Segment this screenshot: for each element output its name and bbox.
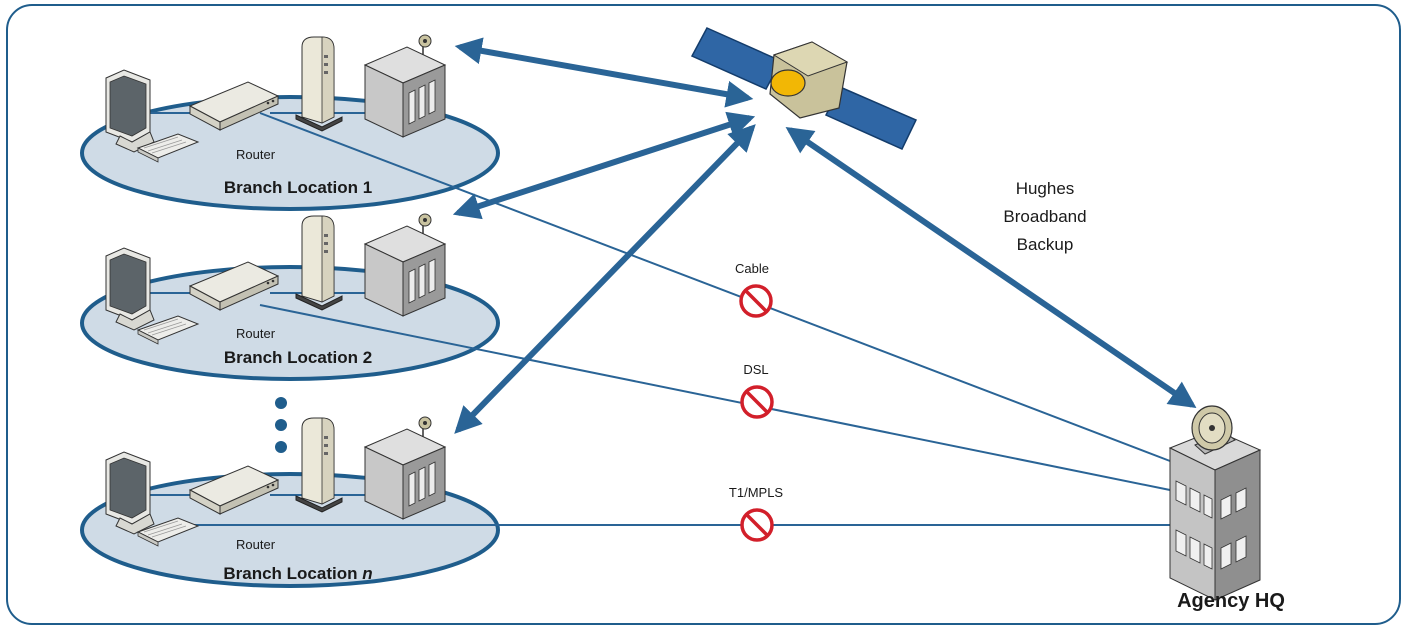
backup-label-line-1: Hughes xyxy=(1016,179,1075,198)
cable-link-label: Cable xyxy=(735,261,769,276)
satellite-arrow-branch-n xyxy=(454,124,756,434)
t1-mpls-link-label: T1/MPLS xyxy=(729,485,784,500)
router-label: Router xyxy=(236,537,276,552)
branch-building-icon xyxy=(364,34,446,138)
satellite-arrow-branch-1 xyxy=(454,37,754,108)
branch-1-title: Branch Location 1 xyxy=(224,178,372,197)
blocked-cable-icon xyxy=(739,284,773,318)
satellite-arrow-hq xyxy=(785,126,1197,409)
agency-hq-label: Agency HQ xyxy=(1177,590,1285,612)
agency-hq-building-icon xyxy=(1168,405,1262,601)
more-branches-dots xyxy=(275,397,287,453)
satellite-arrow-branch-2 xyxy=(452,111,756,220)
branch-building-icon xyxy=(364,213,446,317)
blocked-t1-mpls-icon xyxy=(740,508,774,542)
diagram-frame xyxy=(6,4,1401,625)
backup-label-line-2: Broadband xyxy=(1003,207,1086,226)
branch-n-title: Branch Location n xyxy=(223,564,372,583)
branch-building-icon xyxy=(364,416,446,520)
dsl-link-label: DSL xyxy=(743,362,768,377)
satellite-links xyxy=(452,37,1197,434)
router-label: Router xyxy=(236,147,276,162)
satellite-icon xyxy=(690,27,918,150)
branch-2-title: Branch Location 2 xyxy=(224,348,372,367)
router-label: Router xyxy=(236,326,276,341)
blocked-dsl-icon xyxy=(740,385,774,419)
backup-label-line-3: Backup xyxy=(1017,235,1074,254)
